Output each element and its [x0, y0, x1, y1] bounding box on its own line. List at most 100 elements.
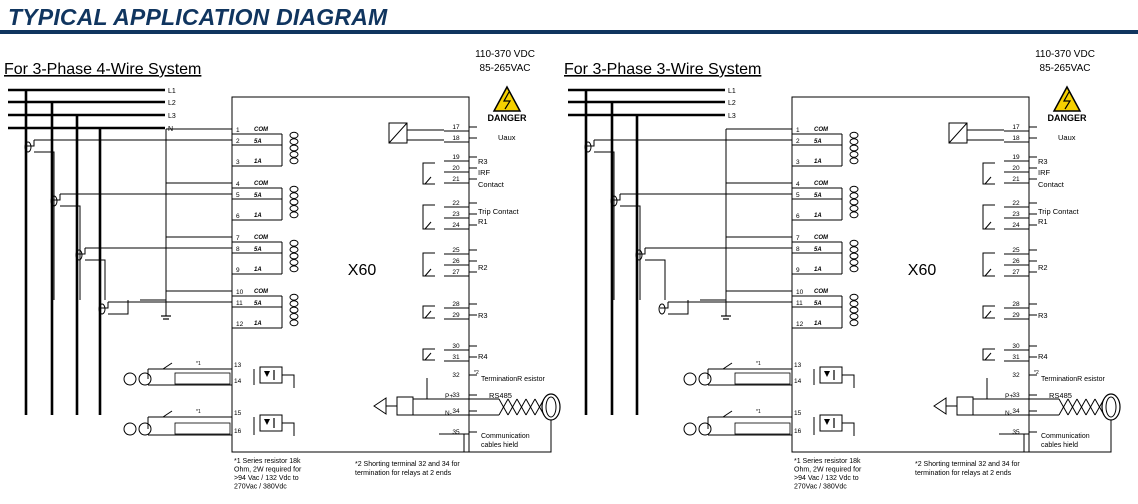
- terminal-number: 29: [1012, 312, 1020, 319]
- terminal-number: 31: [1012, 354, 1020, 361]
- ct-coil-icon: [849, 185, 859, 219]
- terminal-number: 17: [452, 124, 460, 131]
- ct-lead: [26, 140, 35, 147]
- shield-wire: [1023, 420, 1112, 453]
- input-switch: [722, 362, 733, 370]
- terminal-number: 23: [452, 211, 460, 218]
- coil-loop: [849, 185, 859, 193]
- terminal-label: COM: [254, 289, 269, 295]
- footnote-line: >94 Vac / 132 Vdc to: [794, 475, 859, 482]
- supply-dc-label: 110-370 VDC: [475, 49, 535, 60]
- relay-blade: [984, 352, 992, 361]
- ct-return: [108, 300, 129, 315]
- uaux-label: Uaux: [1058, 133, 1076, 142]
- r4-relay-contact: [422, 348, 435, 361]
- terminal-label: 1A: [814, 267, 822, 273]
- coil-loop: [849, 157, 859, 165]
- danger-warning-icon: [492, 85, 522, 112]
- ct-lead: [612, 194, 621, 201]
- footnote-line: >94 Vac / 132 Vdc to: [234, 475, 299, 482]
- coil-loop: [289, 157, 299, 165]
- coil-loop: [289, 265, 299, 273]
- relay-label: R1: [1038, 217, 1048, 226]
- ct-return: [620, 205, 641, 300]
- footnote-line: 270Vac / 380Vdc: [234, 484, 287, 491]
- ac-source-icon: [138, 422, 152, 436]
- danger-warning-icon: [1052, 85, 1082, 112]
- terminal-label: COM: [814, 181, 829, 187]
- twisted-pair-strand: [1067, 398, 1078, 416]
- terminal-number: 30: [452, 343, 460, 350]
- relay-label: R3: [1038, 157, 1048, 166]
- terminal-number: 21: [1012, 176, 1020, 183]
- note-marker: *1: [756, 361, 761, 367]
- terminal-number: 26: [452, 258, 460, 265]
- danger-triangle: [1052, 85, 1082, 112]
- coil-loop: [289, 293, 299, 301]
- twisted-pair-strand: [498, 398, 509, 416]
- coil-loop: [289, 138, 299, 145]
- relay-blade: [424, 221, 432, 230]
- diagram-title: For 3-Phase 3-Wire System: [564, 61, 761, 78]
- ac-source-icon: [138, 372, 152, 386]
- coil-loop: [849, 205, 859, 212]
- terminal-number: 26: [1012, 258, 1020, 265]
- terminal-label: COM: [814, 289, 829, 295]
- terminal-number: 32: [1012, 372, 1020, 379]
- twisted-pair-icon: [1058, 398, 1105, 416]
- ct-coil-icon: [849, 293, 859, 327]
- rs485-transceiver-icon: [956, 396, 974, 416]
- relay-bracket: [982, 348, 995, 361]
- digital-input-box: [734, 372, 791, 385]
- irf-relay-contact: [422, 162, 435, 185]
- relay-bracket: [982, 204, 995, 230]
- relay-label: R4: [1038, 352, 1048, 361]
- header-rule: [0, 30, 1138, 34]
- terminal-number: 4: [236, 181, 240, 188]
- terminal-number: 7: [236, 235, 240, 242]
- optocoupler-icon: [259, 366, 283, 384]
- terminal-number: 15: [794, 410, 802, 417]
- coil-loop: [289, 313, 299, 320]
- ct-coil-icon: [289, 185, 299, 219]
- rs485-transceiver-icon: [396, 396, 414, 416]
- terminal-number: 34: [1012, 408, 1020, 415]
- trip-relay-contact: [422, 204, 435, 230]
- footnote-line: 270Vac / 380Vdc: [794, 484, 847, 491]
- twisted-pair-strand: [1076, 398, 1087, 416]
- ct-return: [34, 151, 55, 300]
- footnote-line: *2 Shorting terminal 32 and 34 for: [915, 461, 1020, 468]
- terminal-label: P+: [1005, 393, 1013, 400]
- ct-lead: [52, 194, 61, 201]
- coil-loop: [289, 198, 299, 206]
- digital-input-box: [174, 422, 231, 435]
- coil-loop: [289, 252, 299, 260]
- note-marker: *1: [196, 361, 201, 367]
- twisted-pair-strand: [516, 398, 527, 416]
- terminal-number: 34: [452, 408, 460, 415]
- r4-relay-contact: [982, 348, 995, 361]
- ct-return: [645, 259, 666, 300]
- diagram-title: For 3-Phase 4-Wire System: [4, 61, 201, 78]
- terminal-number: 16: [794, 428, 802, 435]
- terminal-number: 10: [796, 289, 804, 296]
- footnote-line: *2 Shorting terminal 32 and 34 for: [355, 461, 460, 468]
- terminal-label: COM: [814, 235, 829, 241]
- dc-source-icon: [123, 422, 137, 436]
- terminal-number: 20: [452, 165, 460, 172]
- communication-label: Communication: [481, 433, 530, 440]
- terminal-label: 1A: [814, 213, 822, 219]
- opto-lead: [282, 422, 295, 436]
- note-marker: *1: [756, 409, 761, 415]
- relay-label: Contact: [1038, 180, 1065, 189]
- ct-lead: [637, 248, 646, 255]
- terminal-number: 9: [236, 267, 240, 274]
- phase-label: L3: [728, 113, 736, 120]
- coil-loop: [849, 151, 859, 158]
- terminal-number: 3: [796, 159, 800, 166]
- shield-wire: [463, 420, 552, 453]
- relay-blade: [424, 310, 432, 319]
- terminal-number: 19: [452, 154, 460, 161]
- relay-bracket: [982, 252, 995, 277]
